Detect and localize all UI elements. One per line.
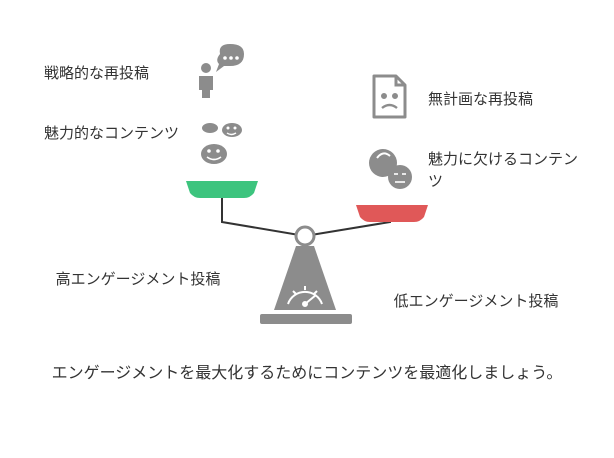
scale-base (260, 314, 352, 324)
scale-pivot (294, 225, 316, 247)
unattractive-content-label: 魅力に欠けるコンテンツ (428, 150, 579, 190)
sad-document-icon (372, 74, 407, 119)
attractive-content-label: 魅力的なコンテンツ (44, 124, 180, 142)
unplanned-repost-label: 無計画な再投稿 (428, 90, 534, 108)
footer-message: エンゲージメントを最大化するためにコンテンツを最適化しましょう。 (51, 363, 563, 382)
left-pan (186, 181, 258, 198)
high-engagement-label: 高エンゲージメント投稿 (55, 270, 221, 288)
person-with-speech-bubble-icon (199, 44, 244, 98)
scale-stand (274, 246, 336, 310)
happy-faces-icon (201, 123, 242, 164)
right-pan (356, 205, 428, 222)
bored-faces-icon (369, 149, 412, 189)
scale-gauge-icon (287, 286, 323, 307)
low-engagement-label: 低エンゲージメント投稿 (393, 292, 559, 310)
strategic-repost-label: 戦略的な再投稿 (44, 64, 150, 82)
